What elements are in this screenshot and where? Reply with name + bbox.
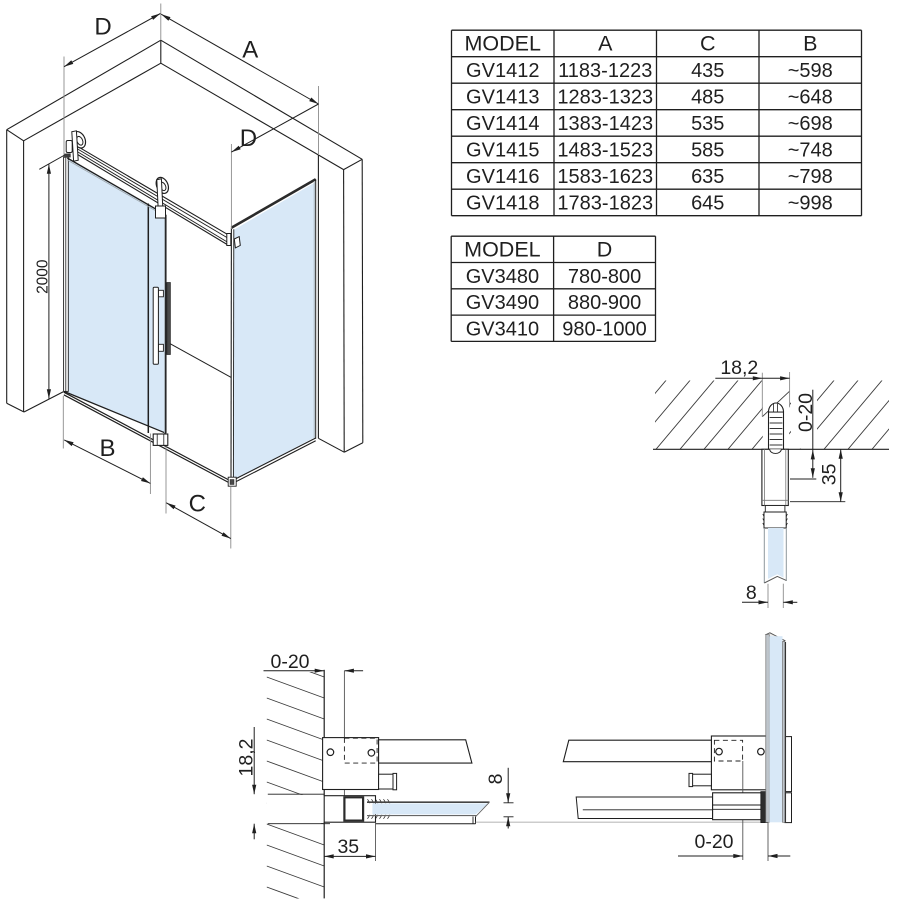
svg-text:GV1412: GV1412 [466, 60, 539, 82]
svg-text:GV1418: GV1418 [466, 193, 539, 215]
svg-text:~748: ~748 [788, 140, 833, 162]
svg-text:GV1416: GV1416 [466, 166, 539, 188]
svg-text:~798: ~798 [788, 166, 833, 188]
svg-text:1483-1523: 1483-1523 [557, 140, 653, 162]
svg-text:18,2: 18,2 [236, 739, 258, 777]
svg-text:D: D [240, 125, 257, 152]
svg-text:645: 645 [691, 193, 724, 215]
svg-text:D: D [94, 13, 111, 40]
svg-text:1583-1623: 1583-1623 [557, 166, 653, 188]
svg-text:MODEL: MODEL [465, 32, 542, 56]
svg-text:B: B [803, 32, 817, 56]
svg-text:0-20: 0-20 [795, 393, 817, 432]
svg-text:0-20: 0-20 [694, 831, 733, 853]
svg-text:C: C [189, 490, 206, 517]
svg-text:~648: ~648 [788, 87, 833, 109]
svg-text:1383-1423: 1383-1423 [557, 113, 653, 135]
svg-text:GV1413: GV1413 [466, 87, 539, 109]
svg-text:1183-1223: 1183-1223 [558, 60, 652, 82]
svg-text:780-800: 780-800 [568, 266, 641, 288]
svg-text:GV1415: GV1415 [466, 140, 539, 162]
svg-text:MODEL: MODEL [464, 238, 541, 262]
svg-text:35: 35 [818, 463, 840, 485]
svg-text:A: A [242, 37, 258, 64]
svg-text:35: 35 [337, 836, 359, 858]
svg-text:980-1000: 980-1000 [562, 318, 647, 340]
svg-text:435: 435 [691, 60, 724, 82]
svg-text:1783-1823: 1783-1823 [557, 193, 653, 215]
svg-text:635: 635 [691, 166, 724, 188]
svg-text:A: A [598, 32, 613, 56]
svg-text:~998: ~998 [788, 193, 833, 215]
svg-text:2000: 2000 [34, 259, 51, 294]
svg-text:18,2: 18,2 [720, 357, 758, 379]
svg-text:D: D [597, 238, 613, 262]
svg-text:485: 485 [691, 87, 724, 109]
svg-text:535: 535 [691, 113, 724, 135]
svg-text:GV3410: GV3410 [466, 318, 539, 340]
svg-text:1283-1323: 1283-1323 [557, 87, 653, 109]
svg-text:GV3490: GV3490 [466, 292, 539, 314]
svg-text:0-20: 0-20 [270, 651, 309, 673]
svg-text:~598: ~598 [788, 60, 833, 82]
svg-text:8: 8 [485, 774, 507, 785]
svg-text:585: 585 [691, 140, 724, 162]
svg-text:B: B [99, 435, 115, 462]
svg-text:8: 8 [746, 582, 757, 604]
svg-text:~698: ~698 [788, 113, 833, 135]
svg-text:GV1414: GV1414 [466, 113, 539, 135]
svg-text:GV3480: GV3480 [466, 266, 539, 288]
svg-text:C: C [700, 32, 716, 56]
svg-text:880-900: 880-900 [568, 292, 641, 314]
